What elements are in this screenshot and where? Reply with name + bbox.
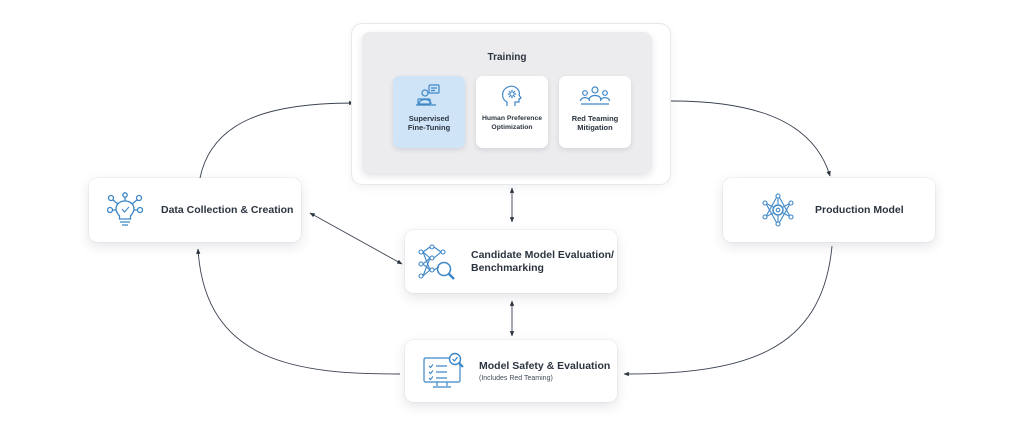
neural-network-gear-icon [762,193,794,227]
candidate-evaluation-label-line2: Benchmarking [471,261,544,274]
candidate-evaluation-node[interactable]: Candidate Model Evaluation/ Benchmarking [405,230,617,293]
red-teaming-mitigation-card[interactable]: Red Teaming Mitigation [559,76,631,148]
model-safety-node[interactable]: Model Safety & Evaluation (Includes Red … [405,340,617,402]
arrow-training-to-production [670,100,831,177]
supervised-label-line2: Fine-Tuning [407,123,451,132]
supervised-label-line1: Supervised [408,114,450,123]
production-model-node[interactable]: Production Model [723,178,935,242]
data-collection-label: Data Collection & Creation [161,203,294,216]
human-preference-label-line2: Optimization [491,124,533,131]
red-teaming-label-line2: Mitigation [577,123,613,132]
arrow-data-candidate [309,212,403,265]
person-laptop-chat-icon [416,84,440,106]
candidate-evaluation-text: Candidate Model Evaluation/ Benchmarking [471,249,614,275]
training-title: Training [487,52,527,63]
model-safety-sublabel: (Includes Red Teaming) [479,375,553,382]
head-gear-icon [502,85,522,106]
supervised-fine-tuning-card[interactable]: Supervised Fine-Tuning [393,76,465,148]
monitor-checklist-icon [423,352,464,388]
human-preference-label-line1: Human Preference [481,115,543,122]
human-preference-card[interactable]: Human Preference Optimization [476,76,548,148]
arrow-production-to-safety [623,245,833,377]
candidate-evaluation-label-line1: Candidate Model Evaluation/ [471,248,614,261]
lightbulb-network-icon [107,192,143,226]
team-people-icon [579,86,611,105]
model-safety-label: Model Safety & Evaluation [479,360,611,372]
production-model-label: Production Model [815,203,904,216]
red-teaming-label-line1: Red Teaming [571,114,619,123]
arrow-safety-to-data [196,248,401,375]
data-collection-node[interactable]: Data Collection & Creation [89,178,301,242]
network-magnifier-icon [418,243,455,280]
arrow-data-to-training [199,100,355,179]
model-safety-text: Model Safety & Evaluation (Includes Red … [479,360,610,382]
